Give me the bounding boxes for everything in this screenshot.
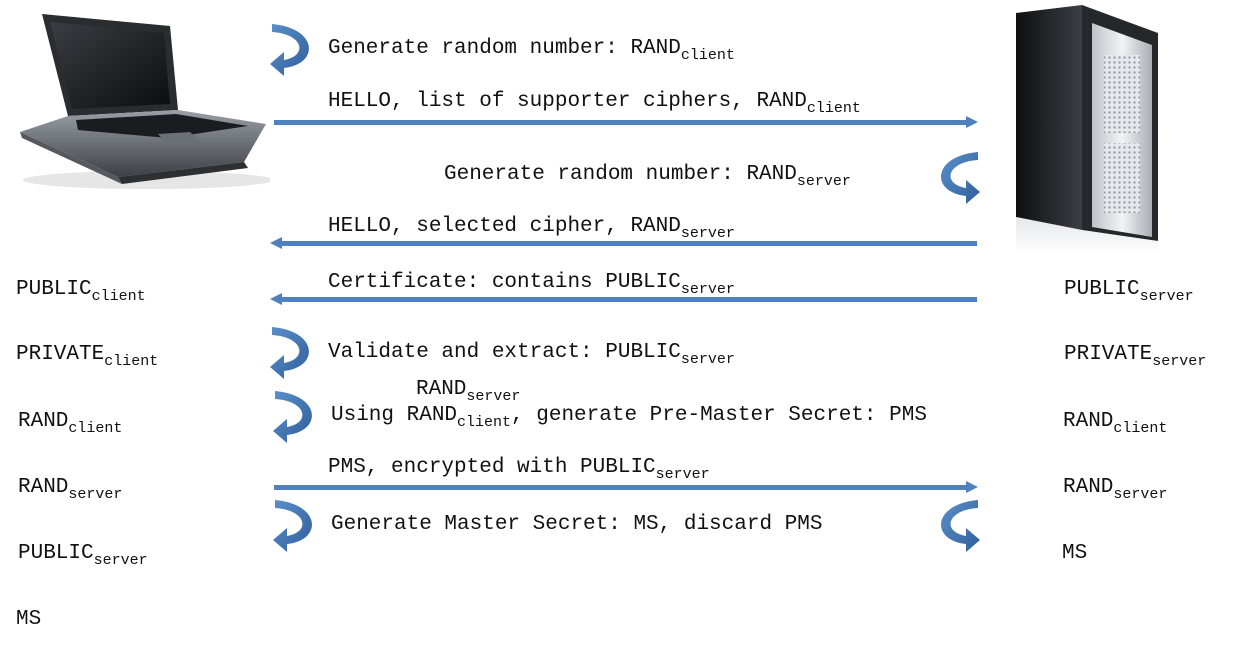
step-client-hello: HELLO, list of supporter ciphers, RANDcl… [328,90,861,117]
client-key: PUBLICclient [16,278,146,305]
client-key: PRIVATEclient [16,343,159,370]
curved-arrow-icon [930,496,980,554]
server-key: RANDserver [1063,476,1168,503]
step-server-hello: HELLO, selected cipher, RANDserver [328,215,735,242]
client-key: RANDclient [18,410,123,437]
client-key: MS [16,608,42,631]
step-generate-rand-server: Generate random number: RANDserver [444,163,851,190]
step-validate-extract: Validate and extract: PUBLICserver [328,341,735,368]
step-certificate: Certificate: contains PUBLICserver [328,271,735,298]
arrow-client-to-server [274,481,978,493]
arrow-server-to-client [270,293,977,305]
curved-arrow-icon [273,496,323,554]
laptop-icon [20,14,270,189]
curved-arrow-icon [930,148,980,206]
arrow-server-to-client [270,237,977,249]
arrow-client-to-server [274,116,978,128]
step-generate-rand-client: Generate random number: RANDclient [328,37,735,64]
server-key: PRIVATEserver [1064,343,1207,370]
step-master-secret: Generate Master Secret: MS, discard PMS [331,513,823,536]
curved-arrow-icon [270,20,320,78]
step-pms-rand-server: RANDserver [416,378,521,405]
curved-arrow-icon [273,387,323,445]
server-tower-icon [1016,5,1158,255]
server-key: MS [1062,542,1088,565]
client-key: PUBLICserver [18,542,148,569]
step-encrypted-pms: PMS, encrypted with PUBLICserver [328,456,710,483]
curved-arrow-icon [270,323,320,381]
client-key: RANDserver [18,476,123,503]
server-key: RANDclient [1063,410,1168,437]
server-key: PUBLICserver [1064,278,1194,305]
step-generate-pms: Using RANDclient, generate Pre-Master Se… [331,404,927,431]
